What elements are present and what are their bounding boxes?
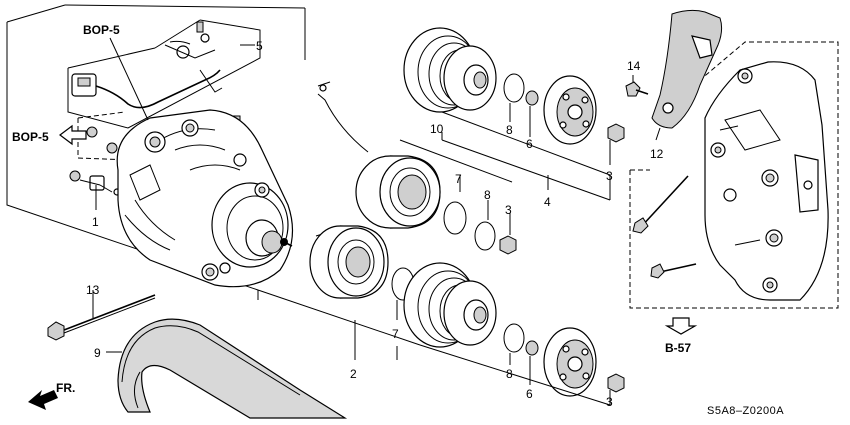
ref-bop-5-top: BOP-5	[83, 23, 120, 37]
diagram-code: S5A8–Z0200A	[707, 405, 784, 417]
harness-connector	[71, 21, 223, 109]
drive-belt	[117, 318, 348, 419]
b57-arrow-icon	[664, 317, 698, 335]
label-part-13: 13	[86, 283, 100, 297]
label-part-6-bottom: 6	[526, 387, 533, 401]
pulley-top	[403, 27, 497, 113]
compressor-bracket	[704, 61, 829, 301]
bracket-group-outline	[629, 41, 839, 309]
label-part-3-bottom: 3	[606, 395, 613, 409]
label-part-8-mid: 8	[484, 188, 491, 202]
reference-labels: BOP-5 BOP-5 B-57	[12, 23, 691, 355]
bracket-bolt-lower	[650, 263, 697, 279]
ref-b-57: B-57	[665, 341, 691, 355]
field-coil-lower	[309, 225, 389, 299]
bop-arrow-icon	[59, 124, 87, 146]
bracket-bolt-upper	[632, 175, 689, 234]
label-part-10: 10	[430, 122, 444, 136]
stator-field-coil	[317, 81, 441, 229]
label-part-3-mid: 3	[505, 203, 512, 217]
nut-bottom	[607, 373, 625, 393]
snap-ring-top	[503, 73, 525, 103]
compressor-body	[116, 109, 294, 288]
label-part-12: 12	[650, 147, 664, 161]
long-bolt-13	[47, 294, 156, 341]
leader-lines	[79, 37, 661, 406]
shim-top	[525, 90, 539, 106]
snap-ring-mid-7	[443, 201, 467, 235]
label-part-7-top: 7	[455, 172, 462, 186]
nut-top	[607, 123, 625, 143]
label-part-6-top: 6	[526, 137, 533, 151]
armature-plate-bottom	[543, 327, 597, 397]
label-part-2: 2	[350, 367, 357, 381]
label-part-14: 14	[627, 59, 641, 73]
pulley-bottom	[403, 262, 497, 348]
label-part-1: 1	[92, 215, 99, 229]
label-part-8-top: 8	[506, 123, 513, 137]
label-part-8-bottom: 8	[506, 367, 513, 381]
part-labels: 1 2 3 3 3 4 5 6 6 7 7 8 8 8 9 10 12 13 1…	[86, 39, 664, 409]
label-part-4: 4	[544, 195, 551, 209]
front-arrow-icon	[28, 390, 58, 410]
bolt-14	[625, 81, 649, 97]
snap-ring-bottom	[503, 323, 525, 353]
heat-shield	[651, 9, 723, 129]
front-indicator-label: FR.	[56, 381, 75, 395]
small-fasteners	[69, 115, 241, 196]
armature-plate-top	[543, 75, 597, 145]
nut-mid	[499, 235, 517, 255]
snap-ring-mid-8	[474, 221, 496, 251]
label-part-5: 5	[256, 39, 263, 53]
label-part-7-bottom: 7	[392, 327, 399, 341]
label-part-3-top: 3	[606, 169, 613, 183]
label-part-9: 9	[94, 346, 101, 360]
shim-bottom	[525, 340, 539, 356]
ref-bop-5-left: BOP-5	[12, 130, 49, 144]
